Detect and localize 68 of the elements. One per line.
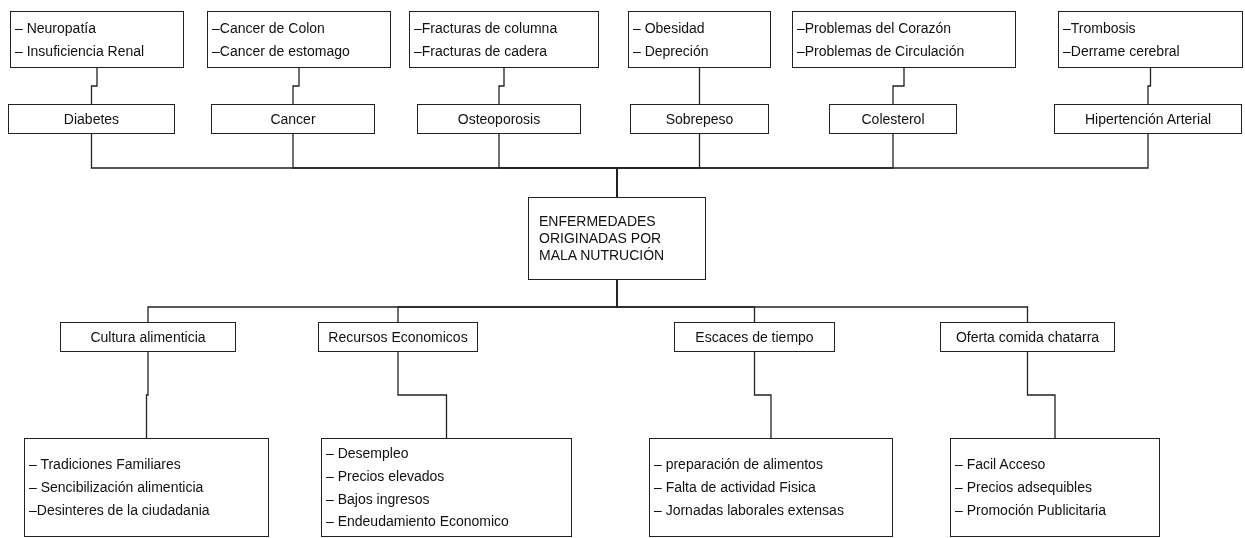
list-item: –Desinteres de la ciudadania <box>29 501 210 519</box>
list-box <box>10 11 184 68</box>
list-box <box>628 11 771 68</box>
central-box <box>528 197 706 280</box>
list-item: –Problemas de Circulación <box>797 42 965 60</box>
list-item: – Depreción <box>633 42 709 60</box>
category-label: Hipertención Arterial <box>1084 110 1212 128</box>
category-label: Sobrepeso <box>665 110 734 128</box>
list-item: –Trombosis <box>1063 19 1136 37</box>
category-label: Diabetes <box>63 110 120 128</box>
category-label: Escaces de tiempo <box>695 328 814 346</box>
category-box <box>674 322 835 352</box>
list-item: – Desempleo <box>326 444 409 462</box>
category-label: Osteoporosis <box>457 110 541 128</box>
category-box <box>1054 104 1242 134</box>
category-box <box>60 322 236 352</box>
list-item: – Neuropatía <box>15 19 96 37</box>
list-item: – preparación de alimentos <box>654 456 823 474</box>
connector-line <box>498 67 505 105</box>
list-box <box>792 11 1016 68</box>
list-item: –Cancer de Colon <box>212 19 325 37</box>
list-item: – Bajos ingresos <box>326 490 430 508</box>
category-box <box>630 104 769 134</box>
list-item: – Jornadas laborales extensas <box>654 501 844 519</box>
list-box <box>207 11 391 68</box>
category-box <box>829 104 957 134</box>
list-item: – Obesidad <box>633 19 705 37</box>
list-item: –Fracturas de cadera <box>414 42 548 60</box>
category-label: Oferta comida chatarra <box>955 328 1100 346</box>
list-box <box>24 438 269 537</box>
connector-line <box>90 67 98 105</box>
list-item: – Promoción Publicitaria <box>955 501 1106 519</box>
category-label: Cancer <box>270 110 316 128</box>
category-label: Colesterol <box>861 110 925 128</box>
connector-line <box>292 67 300 105</box>
list-item: – Precios elevados <box>326 467 445 485</box>
list-box <box>950 438 1160 537</box>
list-item: –Derrame cerebral <box>1063 42 1180 60</box>
heading-text: ENFERMEDADES ORIGINADAS POR MALA NUTRUCIÓN <box>539 213 666 264</box>
list-box <box>409 11 599 68</box>
list-box <box>1058 11 1243 68</box>
category-box <box>940 322 1115 352</box>
category-box <box>417 104 581 134</box>
list-item: –Fracturas de columna <box>414 19 558 37</box>
list-item: – Precios adsequibles <box>955 479 1092 496</box>
connector-line <box>616 279 1029 323</box>
list-item: – Facil Acceso <box>955 456 1046 474</box>
connector-line <box>753 351 772 439</box>
category-box <box>318 322 478 352</box>
connector-line <box>1026 351 1056 439</box>
list-item: –Problemas del Corazón <box>797 19 952 37</box>
list-item: – Tradiciones Familiares <box>29 456 181 474</box>
list-item: – Insuficiencia Renal <box>15 42 145 60</box>
connector-line <box>397 351 448 439</box>
category-label: Cultura alimenticia <box>90 328 206 346</box>
connector-line <box>698 67 701 105</box>
list-box <box>321 438 572 537</box>
list-item: – Endeudamiento Economico <box>326 513 509 531</box>
category-label: Recursos Economicos <box>328 328 468 346</box>
category-box <box>8 104 175 134</box>
list-item: –Cancer de estomago <box>212 42 350 60</box>
connector-line <box>1147 67 1152 105</box>
list-box <box>649 438 893 537</box>
list-item: – Falta de actividad Fisica <box>654 479 816 496</box>
connector-line <box>145 351 149 439</box>
connector-line <box>892 67 905 105</box>
list-item: – Sencibilización alimenticia <box>29 479 204 496</box>
category-box <box>211 104 375 134</box>
